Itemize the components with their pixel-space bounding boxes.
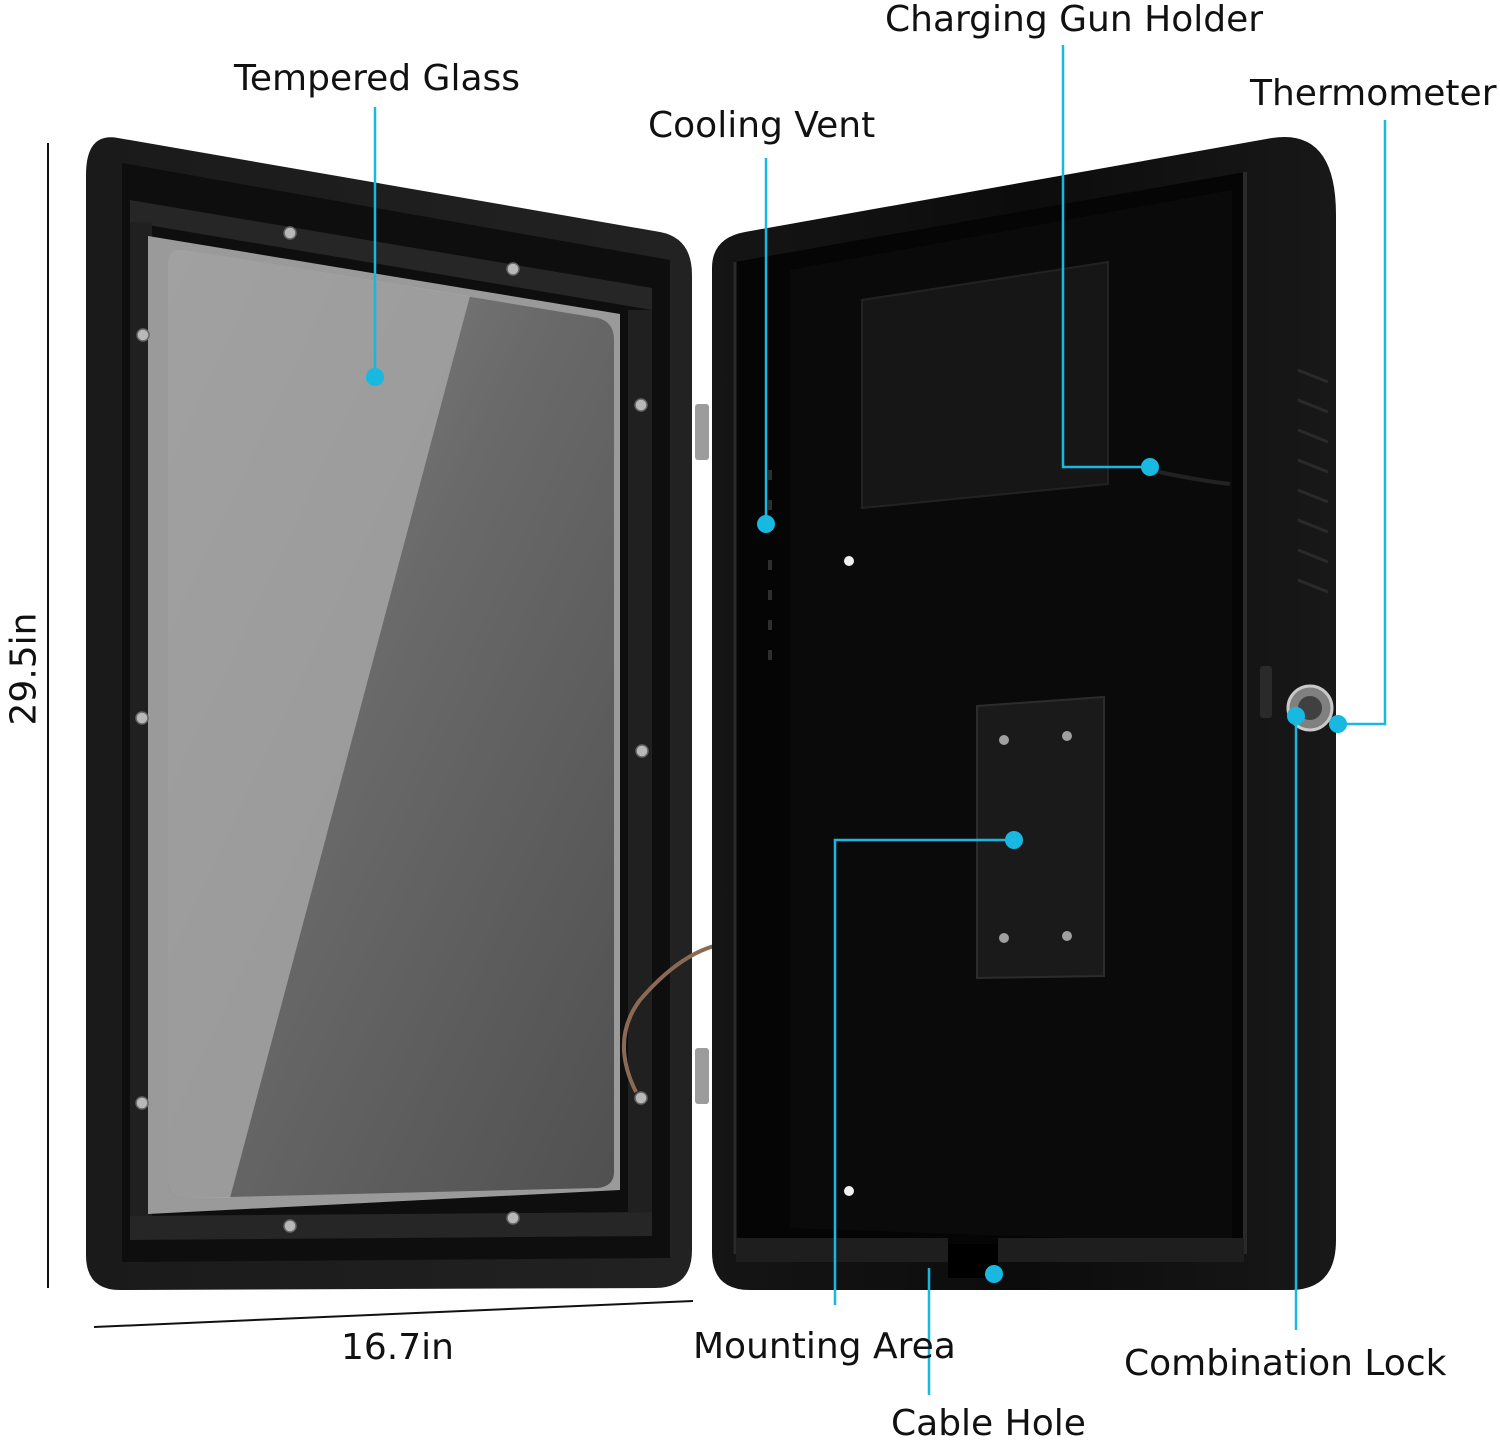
- thermometer-leader: [1338, 120, 1387, 726]
- mounting-area-label: Mounting Area: [693, 1326, 956, 1367]
- charging-gun-holder-label: Charging Gun Holder: [885, 0, 1264, 40]
- dimension-lines: [47, 143, 694, 1328]
- mounting-area-leader: [833, 838, 1014, 1305]
- height-dimension-label: 29.5in: [3, 612, 45, 726]
- mounting-plate: [976, 695, 1105, 980]
- charging-gun-holder-plate: [861, 260, 1109, 510]
- cable-hole-label: Cable Hole: [891, 1403, 1086, 1444]
- cooling-vent-slots: [768, 470, 772, 660]
- width-dimension-label: 16.7in: [341, 1327, 454, 1368]
- upper-hinge: [695, 404, 709, 460]
- lower-hinge: [695, 1048, 709, 1104]
- enclosure-box: [712, 136, 1336, 1290]
- width-dimension-line: [93, 1300, 694, 1328]
- tempered-glass-label: Tempered Glass: [234, 58, 521, 99]
- cooling-vent-label: Cooling Vent: [648, 105, 876, 146]
- thermometer-label: Thermometer: [1250, 73, 1497, 114]
- mounting-screws: [999, 731, 1072, 943]
- door-panel: [86, 137, 785, 1291]
- callout-leaders: [373, 45, 1387, 1395]
- charging-gun-holder-leader: [1061, 45, 1150, 469]
- combination-lock-label: Combination Lock: [1124, 1343, 1447, 1384]
- door-screws: [135, 226, 649, 1233]
- callout-dots: [366, 368, 1347, 1283]
- side-vent-slots: [1297, 368, 1329, 594]
